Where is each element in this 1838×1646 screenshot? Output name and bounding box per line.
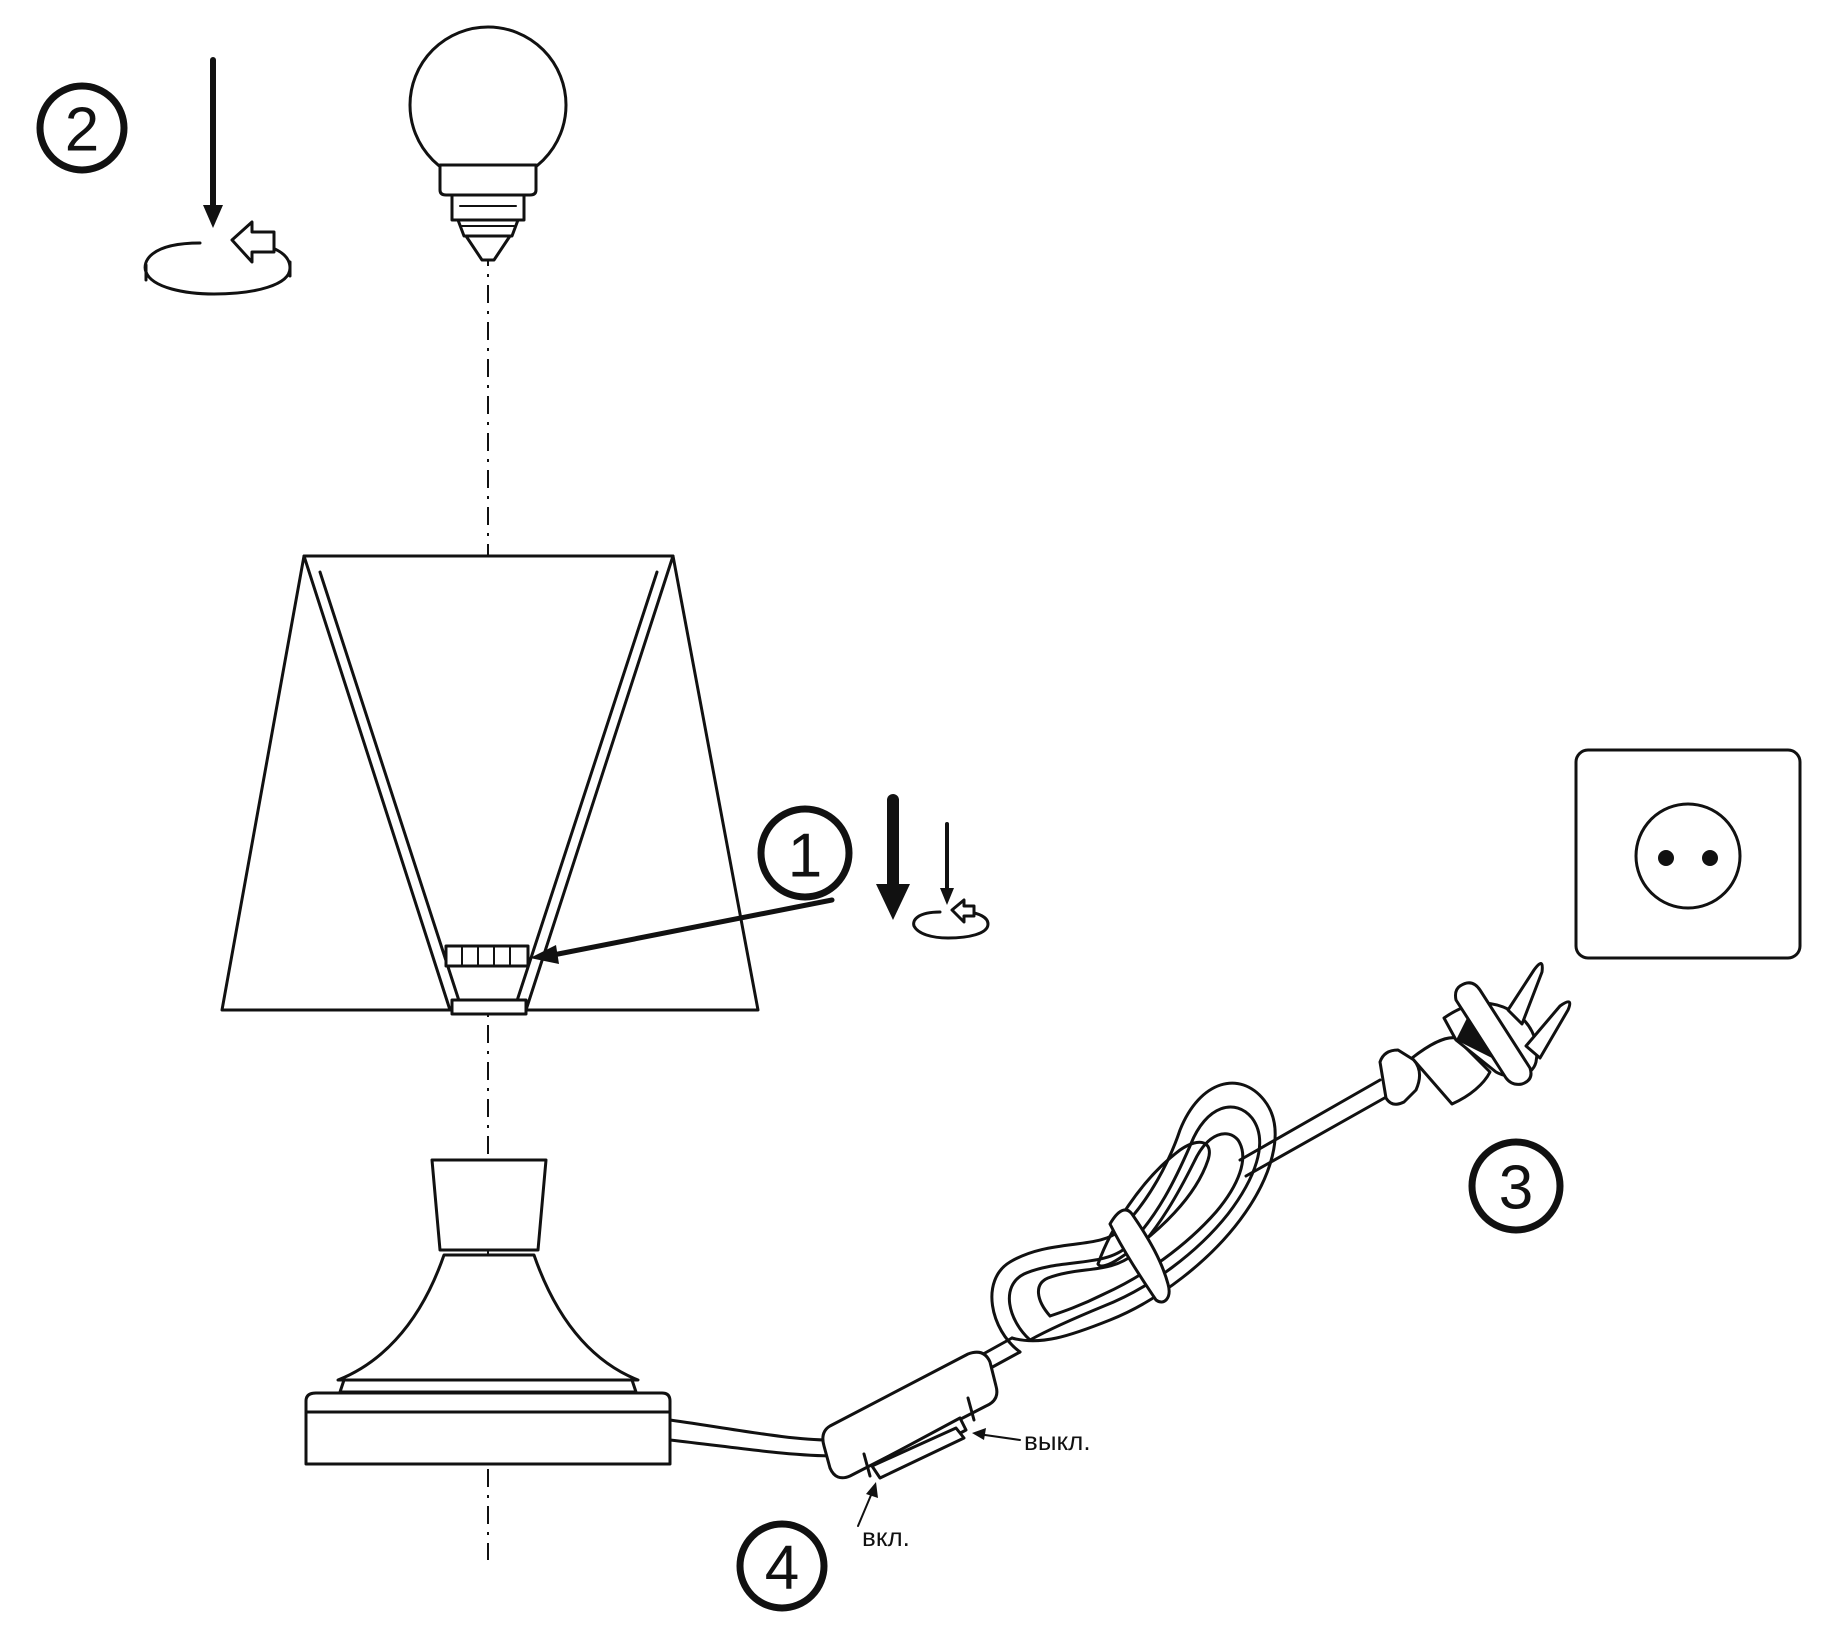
step-4-number: 4 <box>765 1534 799 1603</box>
inline-switch <box>821 1350 999 1480</box>
step-2-arrow-down-icon <box>203 57 223 228</box>
switch-on-label: вкл. <box>862 1522 910 1552</box>
step-4-marker: 4 <box>736 1520 828 1612</box>
switch-off-label: выкл. <box>1024 1426 1091 1456</box>
step-1-marker: 1 <box>757 805 853 901</box>
light-bulb <box>408 25 568 262</box>
step-3-marker: 3 <box>1468 1138 1564 1234</box>
step-1-number: 1 <box>788 822 822 891</box>
wall-socket <box>1574 748 1802 960</box>
power-cord <box>668 1078 1390 1458</box>
step-2-number: 2 <box>65 96 99 165</box>
step-1-pointer-arrow-icon <box>530 897 835 964</box>
step-1-rotate-icon <box>912 898 990 940</box>
switch-off-pointer-icon <box>972 1428 1021 1441</box>
socket-hole-left <box>1658 850 1674 866</box>
step-2-rotate-icon <box>143 220 292 296</box>
power-plug <box>1378 962 1572 1106</box>
step-2-marker: 2 <box>36 82 128 174</box>
socket-hole-right <box>1702 850 1718 866</box>
lamp-base <box>304 1158 672 1466</box>
step-3-number: 3 <box>1499 1154 1533 1223</box>
step-1-small-arrow-down-icon <box>940 822 954 905</box>
switch-on-pointer-icon <box>857 1482 878 1527</box>
step-1-arrow-down-icon <box>876 794 910 920</box>
shade-fixing-ring <box>444 944 530 968</box>
lampshade <box>220 554 760 1016</box>
